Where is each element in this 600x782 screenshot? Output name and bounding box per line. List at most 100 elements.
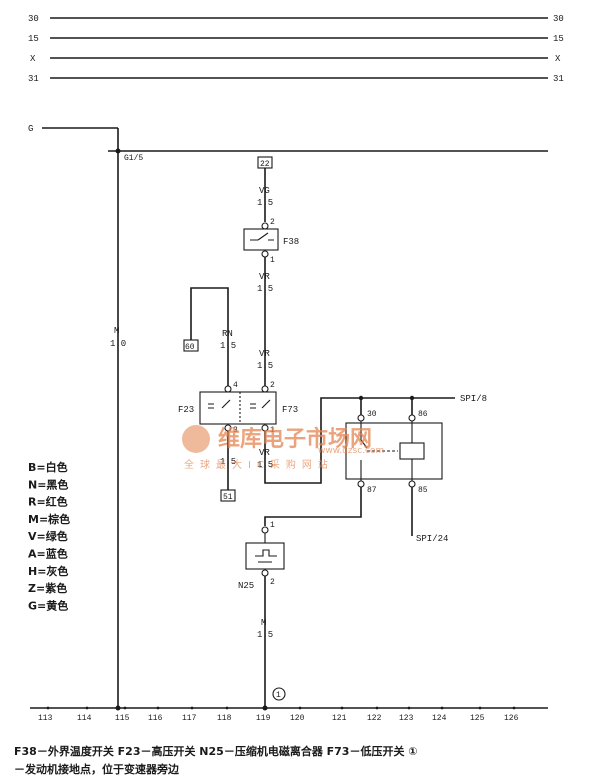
rail-label-right: 15 xyxy=(553,34,564,44)
axis-number: 113 xyxy=(38,714,53,723)
connector-60-box xyxy=(183,339,199,352)
axis-tick xyxy=(264,706,268,710)
f38-pin-top xyxy=(261,222,269,230)
axis-number: 116 xyxy=(148,714,163,723)
rail-label-right: X xyxy=(555,54,561,64)
n25-clutch: 1 2 N25 M 1.5 1 xyxy=(238,521,286,708)
pressure-switch-symbols xyxy=(208,399,271,409)
legend-entry: Z=紫色 xyxy=(28,581,67,595)
pin-label: 1 xyxy=(270,521,275,530)
connector-51-box xyxy=(220,489,236,502)
g-bus: G G1/5 xyxy=(28,124,548,163)
pin-label: 2 xyxy=(270,381,275,390)
rail-label-left: X xyxy=(30,54,36,64)
watermark: 维库电子市场网 www.dzsc.com 全球最大IC采购网站 xyxy=(182,425,384,471)
pin-label: 85 xyxy=(418,486,428,495)
signal-spi8: SPI/8 xyxy=(460,394,487,404)
wire-color-label: VR xyxy=(259,272,270,282)
connector-51-label: 51 xyxy=(223,493,233,502)
axis-number: 114 xyxy=(77,714,92,723)
f38-switch-symbol xyxy=(250,232,274,241)
pin-label: 2 xyxy=(270,578,275,587)
axis-number: 120 xyxy=(290,714,305,723)
axis-tick xyxy=(85,706,89,710)
rail-label-left: 15 xyxy=(28,34,39,44)
relay-box xyxy=(345,422,443,480)
pressure-switch-box xyxy=(199,391,277,425)
axis-tick xyxy=(190,706,194,710)
legend-entry: R=红色 xyxy=(28,495,68,509)
watermark-url: www.dzsc.com xyxy=(318,446,384,456)
axis-tick xyxy=(375,706,379,710)
axis-number: 118 xyxy=(217,714,232,723)
pin-label: 2 xyxy=(270,218,275,227)
pin-label: 86 xyxy=(418,410,428,419)
wire-color-label: RN xyxy=(222,329,233,339)
axis-tick xyxy=(225,706,229,710)
f38-label: F38 xyxy=(283,237,299,247)
relay-coil xyxy=(399,442,425,460)
pin-label: 1 xyxy=(270,256,275,265)
wire-size-label: 1.5 xyxy=(220,457,236,467)
pin-label: 30 xyxy=(367,410,377,419)
relay: 30 86 87 85 SPI/24 xyxy=(264,395,448,544)
legend-entry: G=黄色 xyxy=(28,598,68,612)
n25-pin-bottom xyxy=(261,569,269,577)
ground-point-circle xyxy=(272,687,286,701)
caption-line-2: －发动机接地点，位于变速器旁边 xyxy=(14,762,180,776)
pin-label: 87 xyxy=(367,486,377,495)
g-bus-label: G xyxy=(28,124,33,134)
wire-size-label: 1.5 xyxy=(257,361,273,371)
f38-switch-box xyxy=(243,228,279,251)
axis-tick xyxy=(478,706,482,710)
axis-tick xyxy=(512,706,516,710)
f23-pin-top xyxy=(224,385,232,393)
axis-number: 121 xyxy=(332,714,347,723)
junction-dot xyxy=(115,705,121,711)
splice-label: G1/5 xyxy=(124,154,143,163)
axis-tick xyxy=(340,706,344,710)
relay-pin-87 xyxy=(357,480,365,488)
caption-line-1: F38－外界温度开关 F23－高压开关 N25－压缩机电磁离合器 F73－低压开… xyxy=(14,744,418,758)
rail-label-right: 31 xyxy=(553,74,564,84)
axis-tick xyxy=(123,706,127,710)
legend-entry: H=灰色 xyxy=(28,564,68,578)
rail-label-left: 30 xyxy=(28,14,39,24)
f38-branch: 22 VG 1.5 2 1 F38 VR 1.5 VR 1.5 xyxy=(243,156,299,386)
f38-pin-bottom xyxy=(261,250,269,258)
power-rails: 30 15 X 31 30 15 X 31 xyxy=(28,14,564,84)
legend-entry: M=棕色 xyxy=(28,512,70,526)
legend-entry: V=绿色 xyxy=(28,529,68,543)
axis-number: 122 xyxy=(367,714,382,723)
axis-number: 115 xyxy=(115,714,130,723)
relay-pin-86 xyxy=(408,414,416,422)
ground-point-number: 1 xyxy=(276,691,281,700)
relay-pin-85 xyxy=(408,480,416,488)
caption: F38－外界温度开关 F23－高压开关 N25－压缩机电磁离合器 F73－低压开… xyxy=(14,744,418,776)
wire-size-label: 1.0 xyxy=(110,339,126,349)
axis-tick xyxy=(298,706,302,710)
legend-entry: A=蓝色 xyxy=(28,547,68,561)
pin-label: 3 xyxy=(233,426,238,435)
f23-label: F23 xyxy=(178,405,194,415)
junction-dot xyxy=(409,395,415,401)
n25-box xyxy=(245,542,285,570)
pin-label: 4 xyxy=(233,381,238,390)
n25-symbol xyxy=(255,533,277,563)
f73-label: F73 xyxy=(282,405,298,415)
color-legend: B=白色N=黑色R=红色M=棕色V=绿色A=蓝色H=灰色Z=紫色G=黄色 xyxy=(28,460,70,612)
watermark-brand: 维库电子市场网 xyxy=(218,426,372,452)
wire-color-label: M xyxy=(114,326,119,336)
relay-pin-30 xyxy=(357,414,365,422)
rail-label-left: 31 xyxy=(28,74,39,84)
pin-label: 1 xyxy=(270,426,275,435)
wire-size-label: 1.5 xyxy=(257,284,273,294)
axis-tick xyxy=(440,706,444,710)
n25-pin-top xyxy=(261,526,269,534)
axis-tick xyxy=(407,706,411,710)
f23-branch: 60 RN 1.5 xyxy=(183,287,236,386)
